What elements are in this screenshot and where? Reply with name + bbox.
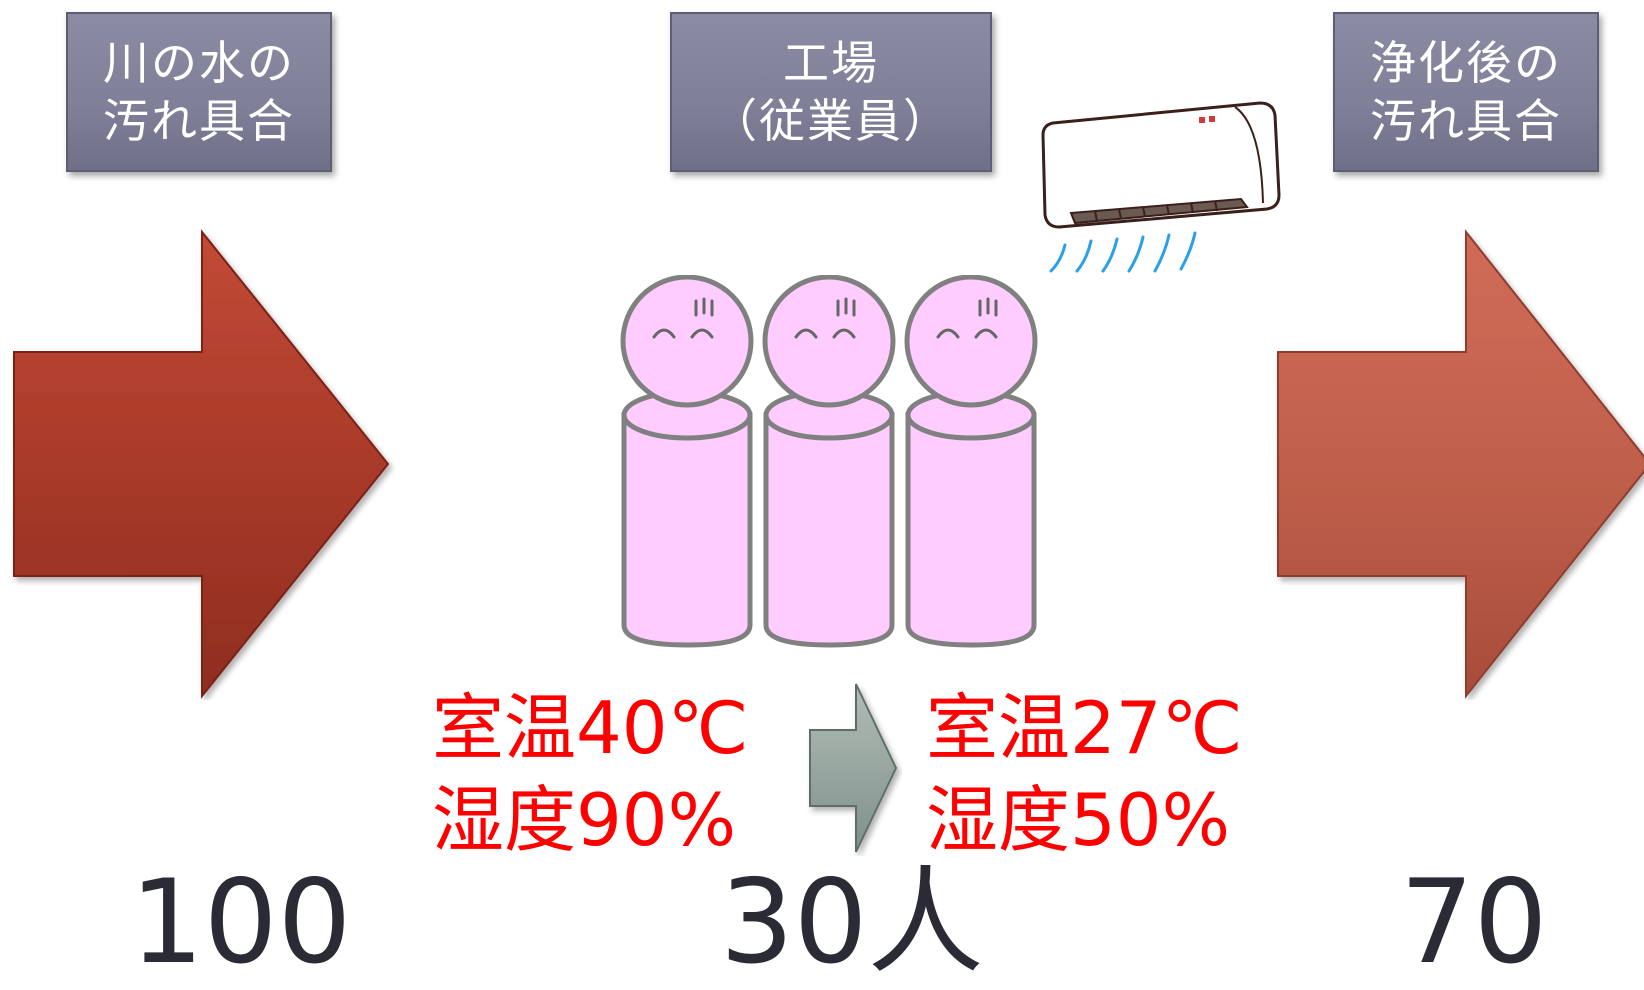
factory-label-line1: 工場 [783, 36, 879, 90]
room-temperature-after: 室温27℃ [926, 686, 1243, 770]
river-water-label-box: 川の水の 汚れ具合 [66, 12, 332, 172]
after-purification-label-box: 浄化後の 汚れ具合 [1333, 12, 1599, 172]
air-conditioner-icon [1041, 101, 1281, 273]
condition-before: 室温40℃ 湿度90% [432, 682, 748, 866]
person-icon [762, 275, 896, 648]
room-temperature-before: 室温40℃ [432, 686, 749, 770]
output-value: 70 [1400, 855, 1548, 990]
after-purification-label-line2: 汚れ具合 [1370, 94, 1562, 148]
factory-label-box: 工場 （従業員） [670, 12, 992, 172]
factory-label-line2: （従業員） [711, 94, 951, 148]
person-icon [620, 275, 754, 648]
person-icon [904, 275, 1038, 648]
after-purification-label-line1: 浄化後の [1370, 36, 1562, 90]
input-value: 100 [130, 855, 352, 990]
workers-illustration [620, 275, 1038, 648]
small-transition-arrow [809, 683, 898, 853]
humidity-after: 湿度50% [926, 778, 1231, 862]
input-flow-arrow [13, 229, 390, 699]
humidity-before: 湿度90% [432, 778, 737, 862]
river-water-label-line1: 川の水の [103, 36, 295, 90]
output-flow-arrow [1277, 229, 1644, 699]
condition-after: 室温27℃ 湿度50% [926, 682, 1242, 866]
workers-count: 30人 [720, 855, 984, 990]
river-water-label-line2: 汚れ具合 [103, 94, 295, 148]
